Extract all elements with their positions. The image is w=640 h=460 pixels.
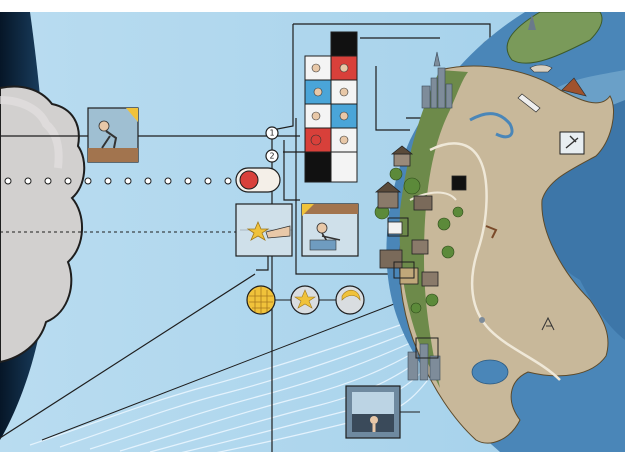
- frame-small-square: [415, 337, 439, 359]
- boat-icon: [529, 64, 553, 73]
- frame-gear: [559, 131, 585, 155]
- cloud-icon: [0, 85, 86, 364]
- panel-person-reaching: [301, 203, 359, 257]
- panel-hand-star: [235, 203, 293, 257]
- phase-circle-star: [290, 285, 320, 315]
- rocket-icon: [517, 93, 541, 113]
- frame-window-box: [393, 261, 415, 279]
- capsule-icon: [235, 167, 281, 193]
- planet-icon: [374, 11, 625, 452]
- phase-circle-crescent: [335, 285, 365, 315]
- person-icon: [98, 120, 110, 132]
- panel-window-person: [345, 385, 401, 439]
- circle-marker-1: [265, 126, 279, 140]
- svg-text:1: 1: [269, 129, 274, 138]
- svg-text:2: 2: [269, 152, 274, 161]
- building-icon: [377, 191, 399, 209]
- star-icon: [246, 220, 270, 241]
- panel-person-digging: [87, 107, 139, 163]
- phase-circle-grid: [246, 285, 276, 315]
- frame-house-box: [387, 217, 409, 237]
- circle-marker-2: [265, 149, 279, 163]
- dot-row: [4, 177, 232, 185]
